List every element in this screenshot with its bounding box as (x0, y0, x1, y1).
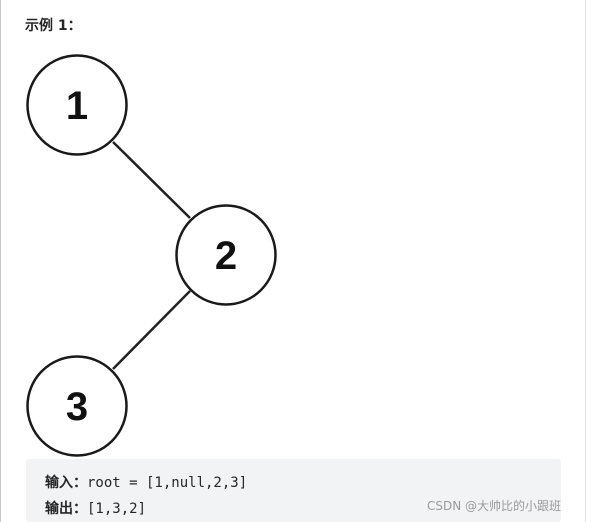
tree-node-1-label: 1 (66, 84, 88, 128)
tree-node-2-label: 2 (215, 234, 237, 278)
tree-edge-1-2 (112, 141, 191, 219)
input-value: root = [1,null,2,3] (87, 475, 248, 491)
input-label: 输入： (45, 475, 87, 491)
tree-node-3: 3 (26, 355, 128, 457)
output-value: [1,3,2] (87, 501, 147, 517)
binary-tree-diagram: 1 2 3 (26, 54, 277, 457)
tree-node-2: 2 (175, 204, 277, 306)
tree-node-1: 1 (26, 54, 128, 156)
output-label: 输出： (45, 501, 87, 517)
csdn-watermark: CSDN @大帅比的小跟班 (427, 499, 562, 513)
left-border-line (0, 0, 1, 522)
tree-node-3-label: 3 (66, 385, 88, 429)
input-line: 输入：root = [1,null,2,3] (45, 474, 247, 492)
tree-edge-2-3 (112, 290, 191, 370)
example-code-block: 输入：root = [1,null,2,3] 输出：[1,3,2] (26, 459, 561, 522)
right-border-line (585, 0, 586, 522)
example-heading: 示例 1： (25, 18, 82, 34)
output-line: 输出：[1,3,2] (45, 500, 146, 518)
